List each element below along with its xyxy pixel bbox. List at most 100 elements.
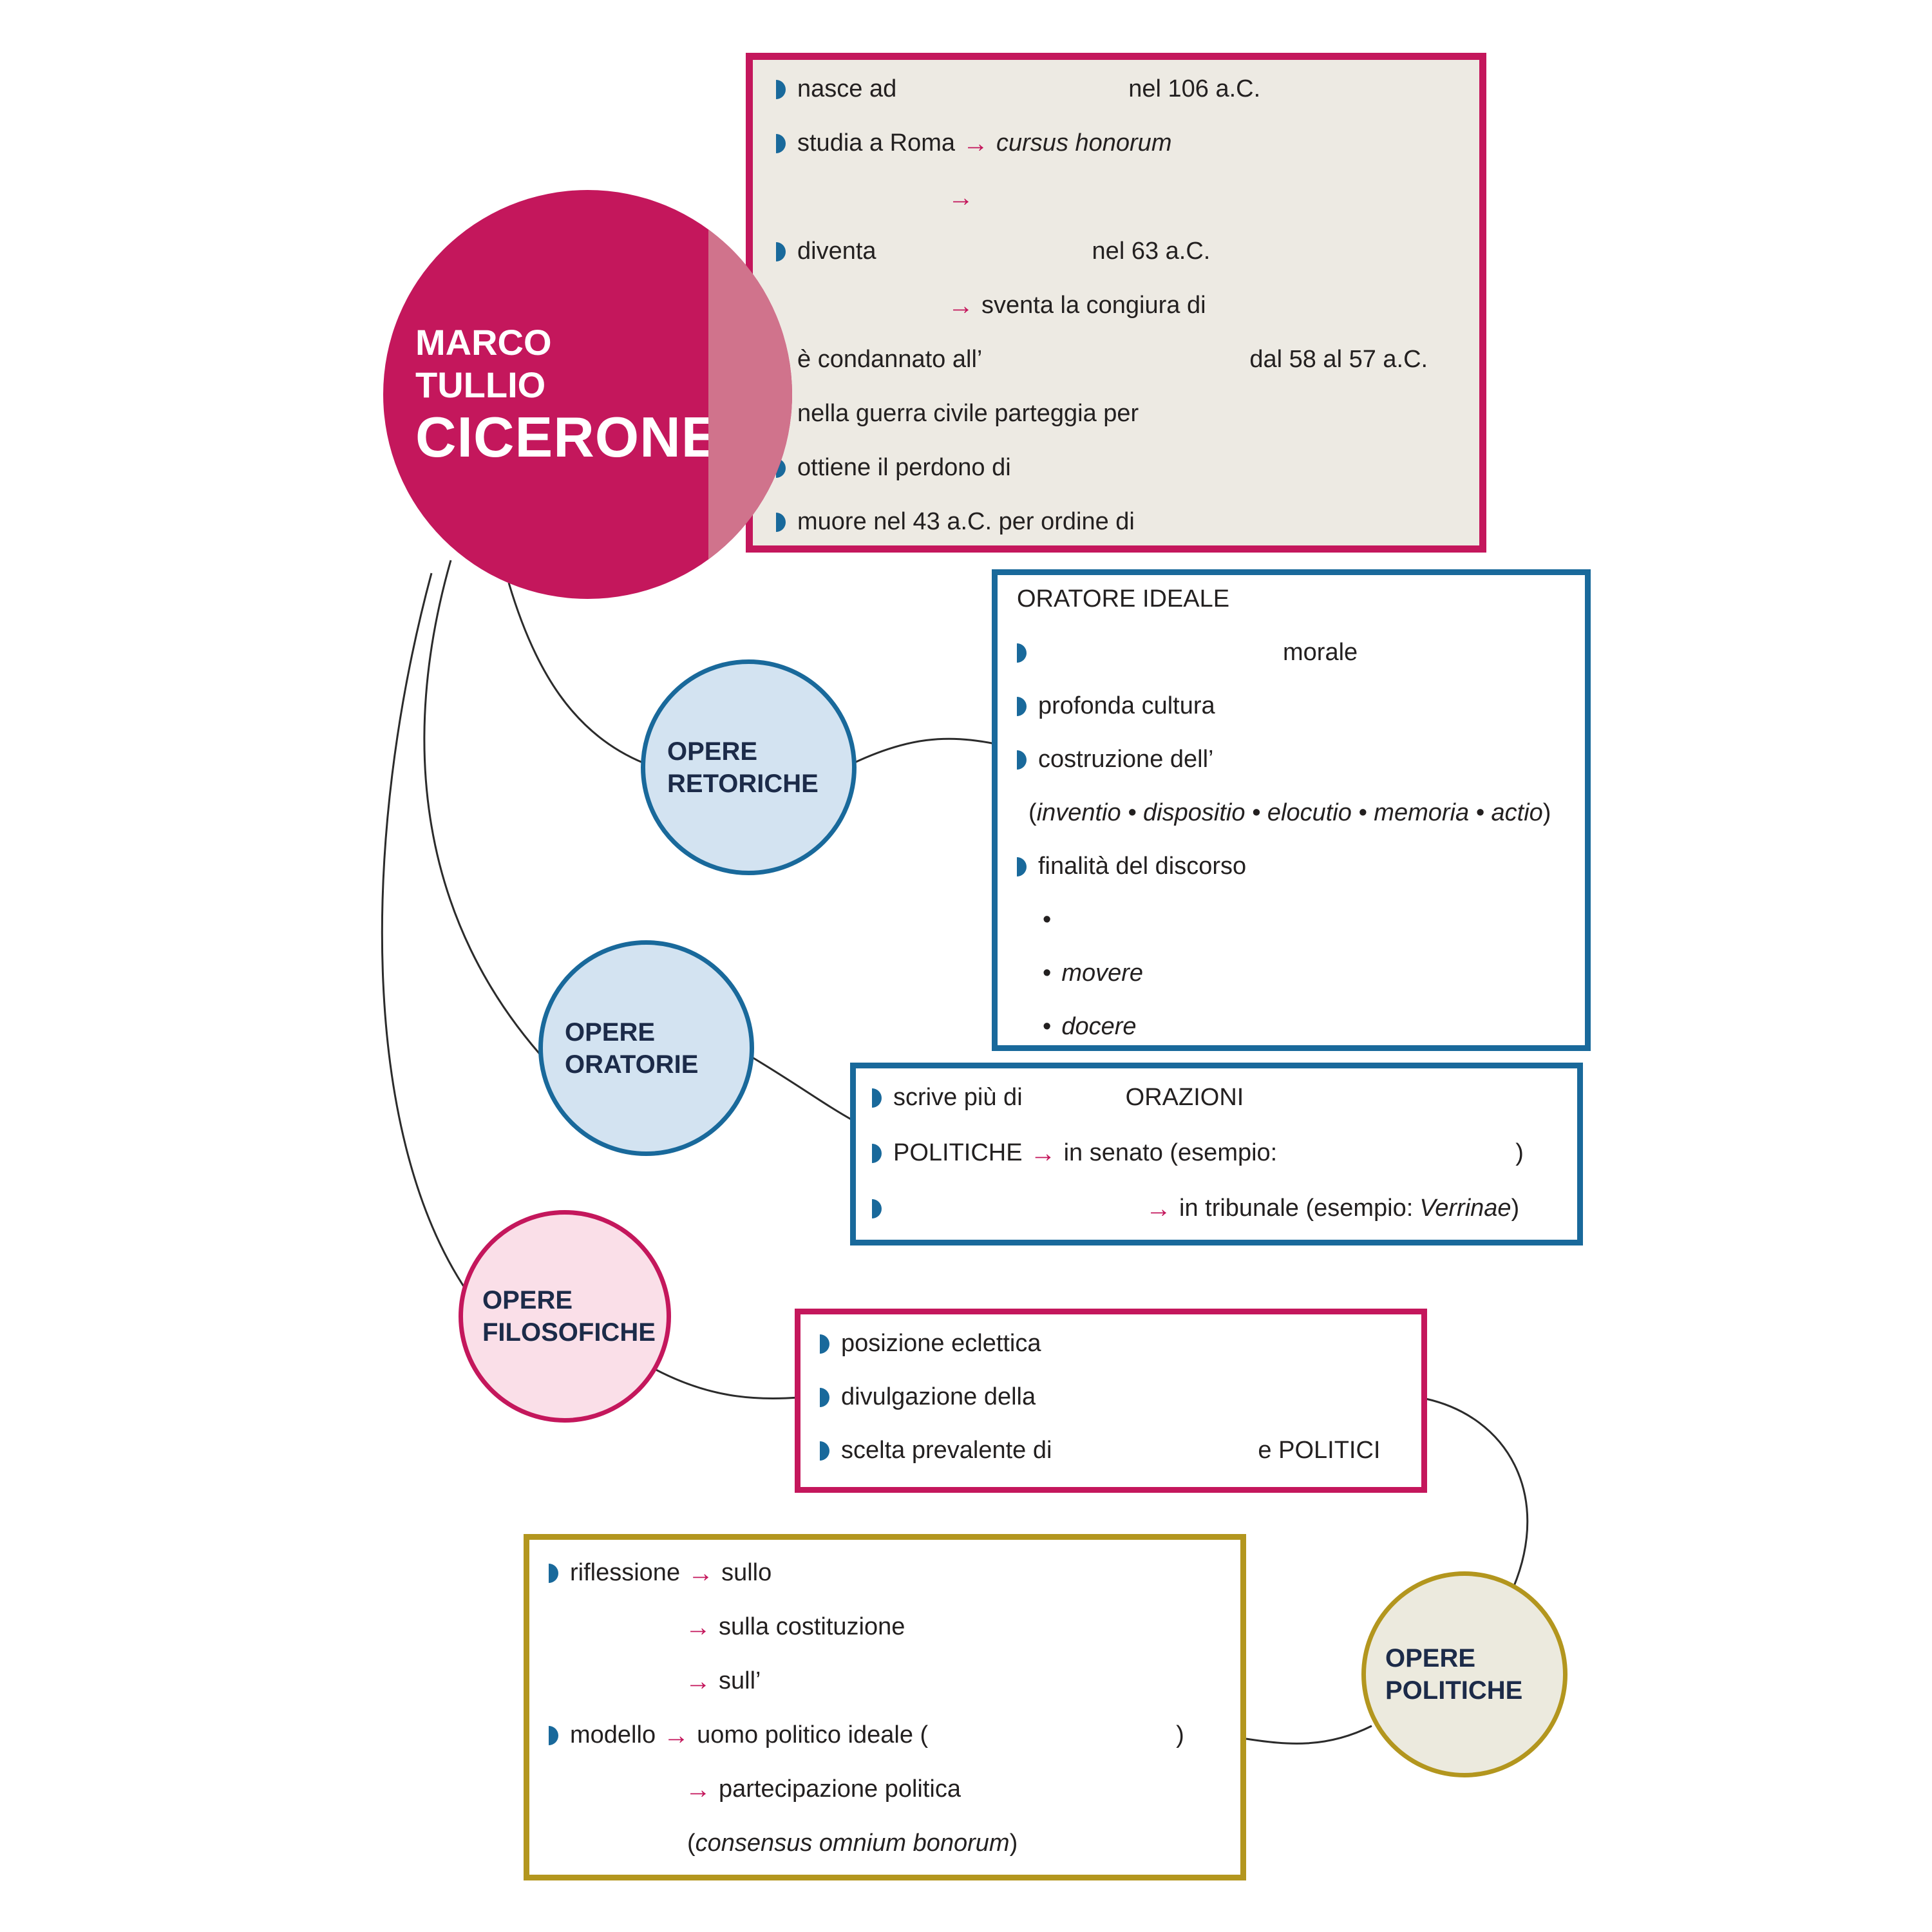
- text-segment: modello: [570, 1721, 656, 1749]
- bullet-icon: [872, 1088, 882, 1108]
- text-segment: nel 63 a.C.: [1092, 238, 1211, 265]
- connector-box-to-politiche: [1425, 1397, 1529, 1588]
- arrow-icon: →: [685, 1613, 711, 1642]
- text-segment: sventa la congiura di: [981, 292, 1206, 319]
- oratory-works-circle: OPERE ORATORIE: [538, 940, 754, 1156]
- text-segment: movere: [1061, 960, 1144, 987]
- bullet-icon: [1017, 750, 1027, 770]
- text-segment: (: [1028, 799, 1037, 827]
- bullet-icon: [549, 1726, 558, 1745]
- text-segment: costruzione dell’: [1038, 746, 1214, 773]
- diagram-row: → sventa la congiura di: [776, 290, 1466, 321]
- bullet-icon: [820, 1441, 829, 1461]
- text-segment: nella guerra civile parteggia per: [797, 400, 1139, 428]
- diagram-row: (inventio • dispositio • elocutio • memo…: [1017, 798, 1572, 829]
- diagram-row: riflessione→sullo: [549, 1558, 1227, 1589]
- connector-retoriche-to-box: [853, 737, 996, 764]
- diagram-row: →in tribunale (esempio:Verrinae): [872, 1193, 1564, 1224]
- bullet-icon: [872, 1199, 882, 1218]
- arrow-icon: →: [963, 129, 989, 158]
- text-segment: diventa: [797, 238, 876, 265]
- text-segment: in tribunale (esempio:: [1179, 1195, 1414, 1222]
- text-segment: docere: [1061, 1013, 1137, 1041]
- text-segment: ): [1009, 1830, 1018, 1857]
- main-title-line1: MARCO: [415, 321, 552, 363]
- connector-main-to-oratorie: [423, 560, 549, 1064]
- main-title: MARCO TULLIO CICERONE: [383, 321, 720, 468]
- main-title-line2: TULLIO: [415, 364, 546, 405]
- blank-space: [1277, 1153, 1515, 1154]
- diagram-row: morale: [1017, 638, 1572, 668]
- connector-politiche-to-box: [1245, 1725, 1372, 1745]
- text-segment: ): [1515, 1139, 1524, 1167]
- text-segment: inventio • dispositio • elocutio • memor…: [1036, 799, 1543, 827]
- bullet-icon: [820, 1388, 829, 1407]
- blank-space: [1023, 1098, 1126, 1099]
- diagram-row: →partecipazione politica: [549, 1774, 1227, 1805]
- arrow-icon: →: [685, 1667, 711, 1696]
- diagram-row: POLITICHE→in senato (esempio:): [872, 1138, 1564, 1169]
- connector-oratorie-to-box: [750, 1055, 854, 1122]
- philosophy-rows: posizione eclettica divulgazione della sce…: [800, 1314, 1421, 1466]
- bullet-icon: [549, 1564, 558, 1583]
- text-segment: ): [1542, 799, 1551, 827]
- diagram-row: →: [776, 182, 1466, 213]
- text-segment: ): [1511, 1195, 1520, 1222]
- bullet-icon: [1017, 643, 1027, 663]
- text-segment: morale: [1283, 639, 1358, 667]
- oratory-works-label-line1: OPERE: [565, 1018, 656, 1046]
- text-segment: nasce ad: [797, 75, 897, 103]
- connector-main-to-filosofiche: [381, 573, 468, 1292]
- text-segment: sullo: [721, 1559, 772, 1587]
- text-segment: scelta prevalente di: [841, 1437, 1052, 1464]
- political-works-circle: OPERE POLITICHE: [1361, 1571, 1567, 1777]
- text-segment: ottiene il perdono di: [797, 454, 1011, 482]
- bullet-icon: [872, 1144, 882, 1163]
- politics-box: riflessione→sullo→sulla costituzione→sul…: [524, 1534, 1246, 1880]
- philosophical-works-circle: OPERE FILOSOFICHE: [459, 1210, 671, 1423]
- diagram-row: ORATORE IDEALE: [1017, 584, 1572, 615]
- connector-filosofiche-to-box: [653, 1367, 799, 1400]
- diagram-row: nella guerra civile parteggia per: [776, 399, 1466, 430]
- text-segment: consensus omnium bonorum: [695, 1830, 1010, 1857]
- philosophical-works-label-line2: FILOSOFICHE: [482, 1318, 656, 1347]
- arrow-icon: →: [948, 292, 974, 320]
- text-segment: POLITICHE: [893, 1139, 1023, 1167]
- bullet-icon: [776, 134, 786, 153]
- text-segment: muore nel 43 a.C. per ordine di: [797, 508, 1135, 536]
- text-segment: studia a Roma: [797, 129, 956, 157]
- text-segment: riflessione: [570, 1559, 681, 1587]
- diagram-row: divulgazione della: [820, 1382, 1408, 1413]
- rhetoric-works-label-line1: OPERE: [667, 737, 758, 766]
- philosophy-box: posizione eclettica divulgazione della sce…: [795, 1309, 1427, 1493]
- rhetoric-works-label-line2: RETORICHE: [667, 769, 819, 798]
- philosophical-works-label-line1: OPERE: [482, 1286, 573, 1314]
- bullet-icon: [1017, 857, 1027, 876]
- political-works-label-line1: OPERE: [1385, 1644, 1476, 1672]
- political-works-label-line2: POLITICHE: [1385, 1676, 1523, 1705]
- text-segment: cursus honorum: [996, 129, 1172, 157]
- arrow-icon: →: [688, 1559, 714, 1587]
- politics-rows: riflessione→sullo→sulla costituzione→sul…: [529, 1540, 1240, 1859]
- diagram-row: muore nel 43 a.C. per ordine di: [776, 507, 1466, 538]
- diagram-row: studia a Roma→cursus honorum: [776, 128, 1466, 159]
- diagram-row: (consensus omnium bonorum): [549, 1828, 1227, 1859]
- text-segment: scrive più di: [893, 1084, 1023, 1112]
- diagram-row: è condannato all’dal 58 al 57 a.C.: [776, 345, 1466, 375]
- diagram-row: →sull’: [549, 1666, 1227, 1697]
- rhetoric-works-circle: OPERE RETORICHE: [641, 659, 857, 875]
- text-segment: divulgazione della: [841, 1383, 1036, 1411]
- text-segment: ): [1176, 1721, 1184, 1749]
- bullet-icon: [820, 1334, 829, 1354]
- main-title-line3: CICERONE: [415, 404, 720, 469]
- bullet-icon: [776, 513, 786, 532]
- text-segment: posizione eclettica: [841, 1330, 1041, 1358]
- diagram-row: modello→uomo politico ideale (): [549, 1720, 1227, 1751]
